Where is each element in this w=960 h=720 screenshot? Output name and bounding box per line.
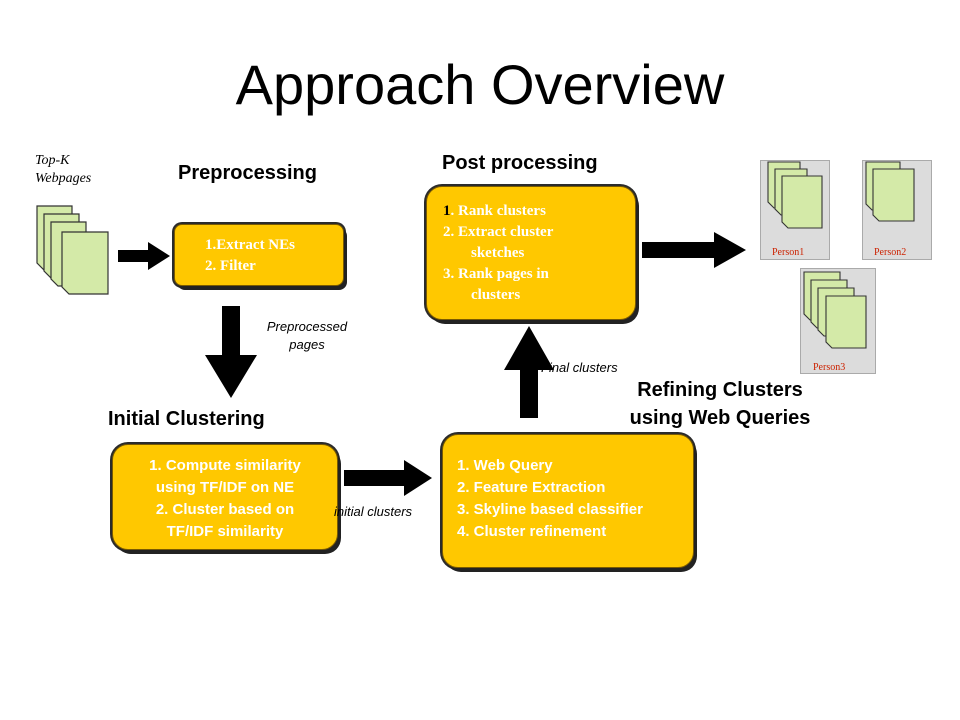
arrow-postprocessing-to-outputs bbox=[642, 232, 746, 268]
post-step-1-number: 1 bbox=[443, 203, 451, 219]
person2-pages-icon bbox=[865, 161, 915, 222]
post-step-1: 1. Rank clusters bbox=[443, 201, 635, 222]
post-step-3a: 3. Rank pages in bbox=[443, 266, 549, 282]
input-pages-icon bbox=[36, 205, 109, 295]
post-processing-box: 1. Rank clusters 2. Extract cluster sket… bbox=[426, 186, 636, 320]
refining-heading: Refining Clusters using Web Queries bbox=[600, 376, 840, 432]
refining-heading-line2: using Web Queries bbox=[629, 407, 811, 429]
edge-label-preprocessed-line2: pages bbox=[289, 337, 325, 352]
refining-step-3: 3. Skyline based classifier bbox=[457, 501, 643, 518]
input-label-line2: Webpages bbox=[35, 171, 92, 186]
post-step-3b: clusters bbox=[471, 287, 521, 303]
clustering-step-1b: using TF/IDF on NE bbox=[155, 479, 295, 496]
edge-label-initial-clusters: initial clusters bbox=[334, 504, 413, 519]
clustering-step-1: 1. Compute similarity bbox=[149, 457, 301, 474]
refining-heading-line1: Refining Clusters bbox=[637, 379, 803, 401]
clustering-step-2b: TF/IDF similarity bbox=[166, 523, 284, 540]
preprocessing-box: 1.Extract NEs 2. Filter bbox=[174, 224, 344, 286]
arrow-refining-to-postprocessing bbox=[504, 326, 554, 418]
refining-step-1: 1. Web Query bbox=[457, 457, 553, 474]
person3-pages-icon bbox=[803, 271, 867, 349]
arrow-clustering-to-refining bbox=[344, 460, 432, 496]
preprocessing-step-1: 1.Extract NEs bbox=[205, 237, 295, 253]
arrow-input-to-preprocessing bbox=[118, 242, 170, 270]
preprocessing-heading: Preprocessing bbox=[178, 162, 317, 184]
refining-box: 1. Web Query 2. Feature Extraction 3. Sk… bbox=[442, 434, 694, 568]
input-label: Top-K Webpages bbox=[35, 152, 91, 188]
initial-clustering-box: 1. Compute similarity using TF/IDF on NE… bbox=[112, 444, 338, 550]
edge-label-final-clusters: Final clusters bbox=[541, 360, 618, 375]
edge-label-preprocessed-line1: Preprocessed bbox=[266, 319, 348, 334]
refining-step-2: 2. Feature Extraction bbox=[457, 479, 606, 496]
preprocessing-step-2: 2. Filter bbox=[205, 258, 256, 274]
initial-clustering-heading: Initial Clustering bbox=[108, 408, 265, 430]
post-step-2a: 2. Extract cluster bbox=[443, 224, 554, 240]
post-step-1-text: . Rank clusters bbox=[450, 203, 546, 219]
refining-step-4: 4. Cluster refinement bbox=[457, 523, 607, 540]
post-step-2b: sketches bbox=[471, 245, 525, 261]
person2-label: Person2 bbox=[874, 247, 907, 258]
clustering-step-2: 2. Cluster based on bbox=[155, 501, 295, 518]
slide-title: Approach Overview bbox=[235, 53, 725, 116]
edge-label-preprocessed: Preprocessed pages bbox=[252, 318, 362, 354]
arrow-preprocessing-to-clustering bbox=[205, 306, 257, 398]
person1-pages-icon bbox=[767, 161, 823, 229]
post-processing-heading: Post processing bbox=[442, 152, 598, 174]
person1-label: Person1 bbox=[772, 247, 805, 258]
input-label-line1: Top-K bbox=[35, 153, 70, 168]
person3-label: Person3 bbox=[813, 362, 846, 373]
